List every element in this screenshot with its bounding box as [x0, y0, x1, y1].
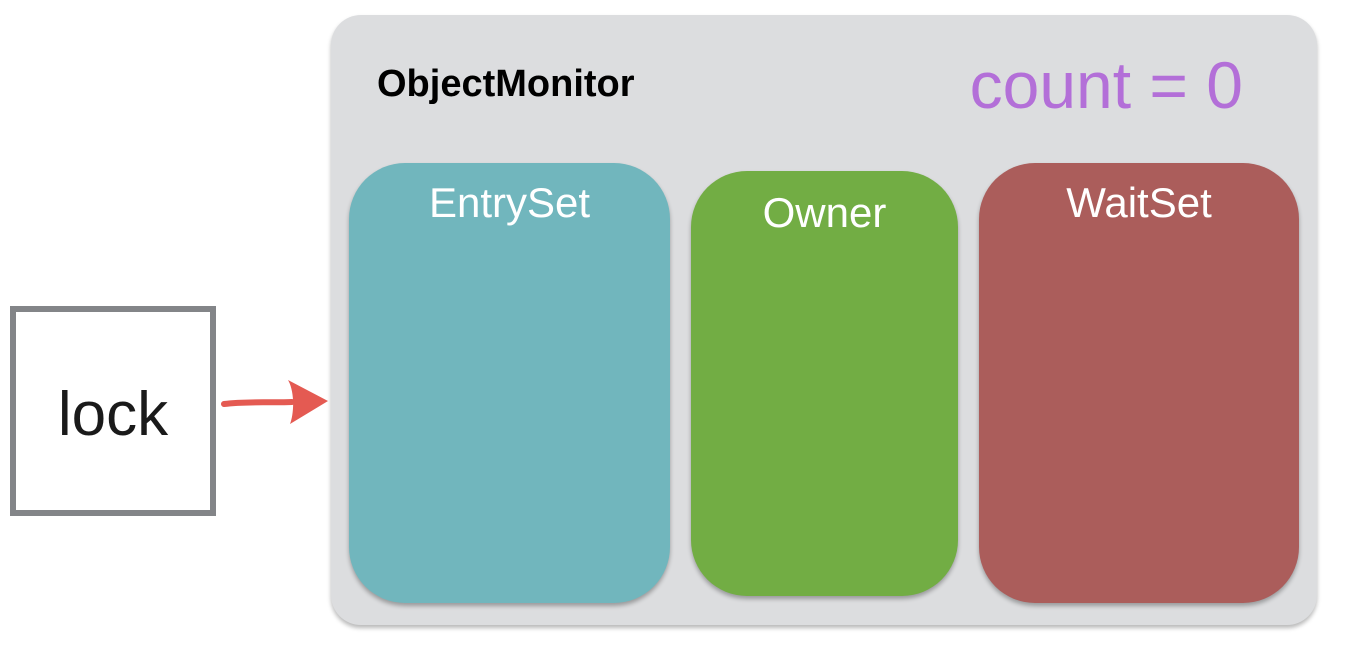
arrow-shaft — [221, 399, 295, 407]
owner-box: Owner — [691, 171, 958, 596]
owner-label: Owner — [762, 189, 887, 236]
waitset-label: WaitSet — [1066, 179, 1212, 226]
waitset-box: WaitSet — [979, 163, 1299, 603]
lock-label: lock — [57, 379, 169, 449]
arrow-icon — [221, 380, 328, 424]
entryset-label: EntrySet — [428, 179, 591, 226]
monitor-count: count = 0 — [969, 48, 1243, 122]
arrow-head — [288, 380, 328, 424]
entryset-box: EntrySet — [349, 163, 670, 603]
monitor-title: ObjectMonitor — [377, 63, 635, 105]
object-monitor-panel: ObjectMonitor count = 0 EntrySet Owner W… — [331, 15, 1317, 625]
lock-box: lock — [10, 306, 216, 516]
